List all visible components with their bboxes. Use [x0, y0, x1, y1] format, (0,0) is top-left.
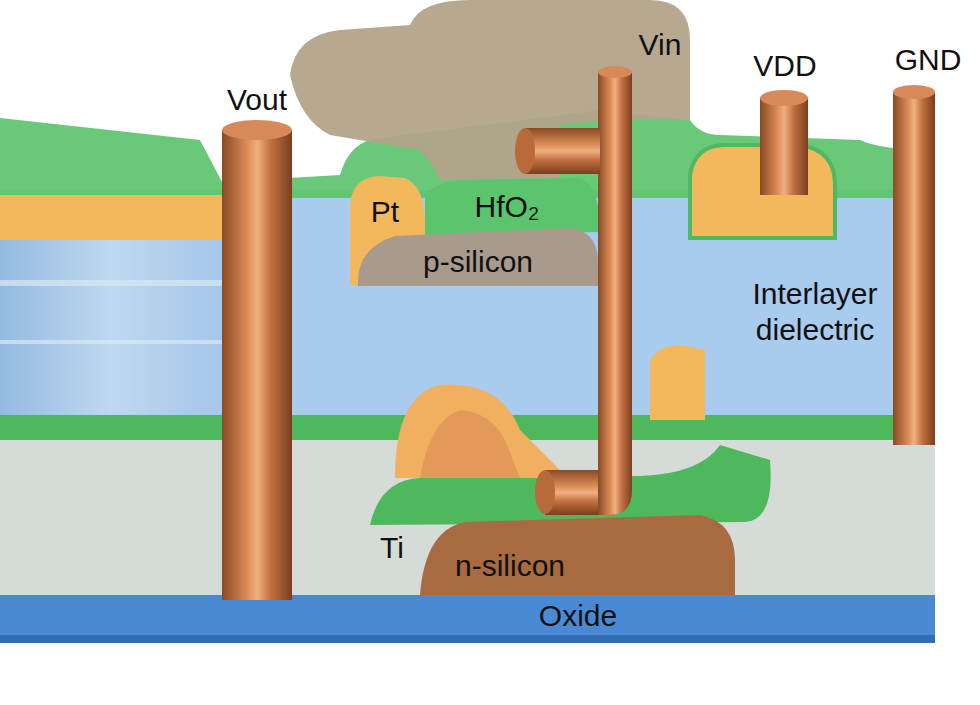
- layer-label: Oxide: [539, 598, 617, 634]
- lower-pt-contact: [650, 345, 705, 420]
- vdd-pillar: [760, 98, 808, 195]
- vin-pillar: [598, 72, 632, 515]
- layer-label: Interlayer dielectric: [705, 276, 925, 348]
- terminal-label: Vout: [227, 82, 287, 118]
- rod-end: [515, 128, 535, 174]
- p-silicon-channel: [358, 228, 598, 286]
- oxide-layer: [0, 595, 935, 635]
- pillar-top: [598, 66, 632, 78]
- pt-side-band: [0, 195, 222, 240]
- terminal-label: Vin: [639, 27, 682, 63]
- gate-sheen: [420, 410, 520, 478]
- oxide-edge: [0, 635, 935, 643]
- pillar-top: [222, 120, 292, 140]
- hfo2-gate-oxide: [425, 178, 600, 236]
- layer-label: p-silicon: [423, 244, 533, 280]
- rod-end: [535, 470, 555, 514]
- layer-label: HfO₂: [475, 189, 540, 225]
- gnd-pillar: [893, 92, 935, 445]
- glass-side-face: [0, 240, 222, 420]
- layer-label: Ti: [380, 530, 404, 566]
- pillar-top: [893, 85, 935, 99]
- lower-gate: [395, 385, 560, 478]
- pillar-top: [760, 90, 808, 106]
- n-silicon-channel: [420, 515, 735, 595]
- glass-streak: [0, 340, 222, 344]
- layer-label: n-silicon: [455, 548, 565, 584]
- glass-streak: [0, 280, 222, 286]
- vout-pillar: [222, 130, 292, 600]
- layer-label: Pt: [371, 194, 399, 230]
- terminal-label: GND: [895, 42, 962, 78]
- terminal-label: VDD: [753, 48, 816, 84]
- gate-rod: [525, 128, 600, 174]
